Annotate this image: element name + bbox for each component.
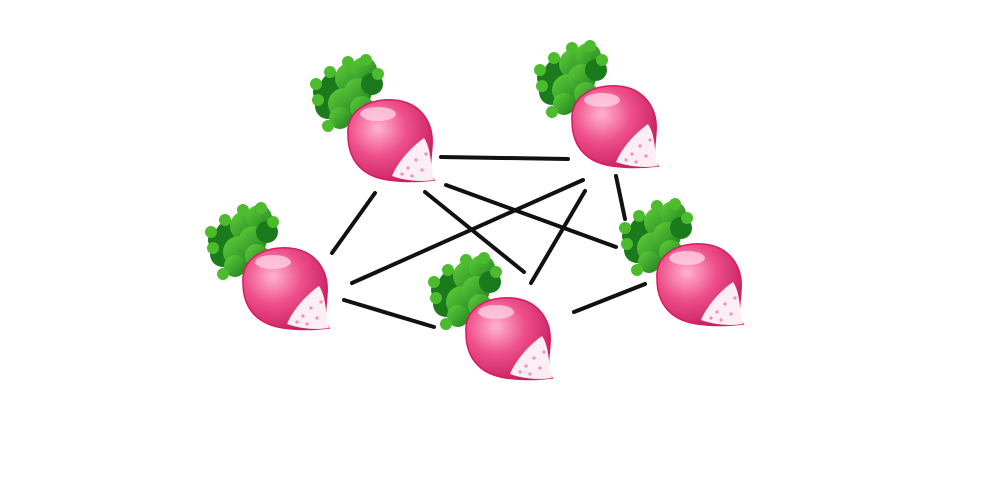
radish-icon	[428, 252, 554, 381]
edge-top-left-to-middle-right	[444, 183, 618, 249]
edge-top-right-to-middle-left	[350, 178, 585, 285]
node-middle-left	[205, 202, 331, 331]
edge-top-left-to-middle-left	[330, 191, 377, 255]
edge-top-left-to-top-right	[439, 155, 570, 161]
radish-leaves	[619, 198, 693, 276]
edge-top-right-to-bottom-center	[529, 189, 587, 285]
radish-icon	[534, 40, 660, 169]
nodes-layer	[205, 40, 745, 381]
edge-bottom-center-to-middle-right	[572, 282, 647, 314]
edges-layer	[330, 155, 647, 329]
edge-middle-left-to-bottom-center	[342, 298, 436, 329]
radish-leaves	[205, 202, 279, 280]
radish-icon	[310, 54, 436, 183]
edge-top-right-to-middle-right	[614, 174, 627, 221]
radish-icon	[619, 198, 745, 327]
node-middle-right	[619, 198, 745, 327]
radish-icon	[205, 202, 331, 331]
edge-top-left-to-bottom-center	[423, 190, 526, 274]
node-bottom-center	[428, 252, 554, 381]
node-top-right	[534, 40, 660, 169]
node-top-left	[310, 54, 436, 183]
radish-leaves	[310, 54, 384, 132]
